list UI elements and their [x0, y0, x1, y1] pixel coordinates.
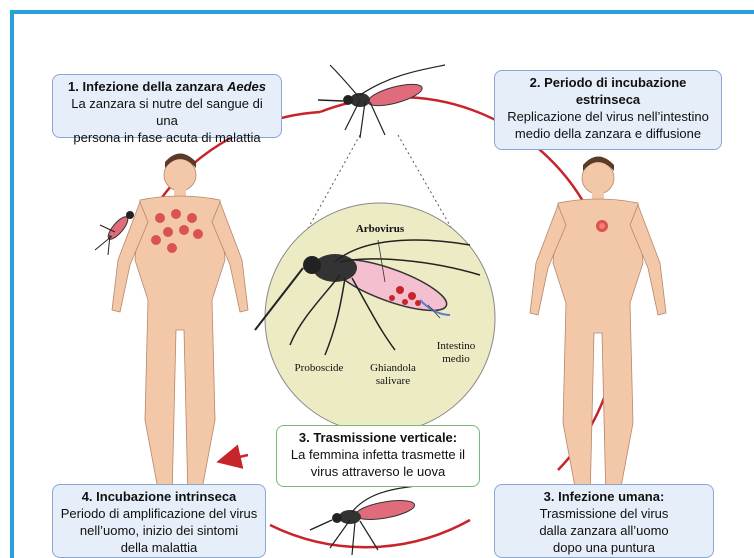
step3-vertical-title: 3. Trasmissione verticale: [283, 429, 473, 446]
step1-title: 1. Infezione della zanzara Aedes [59, 78, 275, 95]
label-ghiandola-salivare: Ghiandola salivare [358, 362, 428, 388]
left-human-figure [112, 154, 248, 501]
step2-title-line-2: estrinseca [501, 91, 715, 108]
step2-line-2: medio della zanzara e diffusione [501, 125, 715, 142]
step4-line-1: Periodo di amplificazione del virus [59, 505, 259, 522]
step3-human-line-2: dalla zanzara all’uomo [501, 522, 707, 539]
right-human-figure [530, 157, 666, 504]
center-circle [265, 203, 495, 433]
step3-vertical-line-2: virus attraverso le uova [283, 463, 473, 480]
step3-human-box: 3. Infezione umana: Trasmissione del vir… [494, 484, 714, 558]
top-mosquito-illustration [318, 65, 445, 138]
step2-line-1: Replicazione del virus nell’intestino [501, 108, 715, 125]
label-arbovirus: Arbovirus [350, 223, 410, 236]
label-intestino-medio: Intestino medio [426, 340, 486, 366]
label-proboscide: Proboscide [284, 362, 354, 375]
step4-line-2: nell’uomo, inizio dei sintomi [59, 522, 259, 539]
step4-line-3: della malattia [59, 539, 259, 556]
step4-title: 4. Incubazione intrinseca [59, 488, 259, 505]
label-intestino-line-1: Intestino [426, 340, 486, 353]
step3-vertical-box: 3. Trasmissione verticale: La femmina in… [276, 425, 480, 487]
cycle-arc-bottom [270, 520, 470, 547]
step1-line-1: La zanzara si nutre del sangue di una [59, 95, 275, 129]
step3-vertical-line-1: La femmina infetta trasmette il [283, 446, 473, 463]
step2-title-line-1: 2. Periodo di incubazione [501, 74, 715, 91]
cycle-arc-left [226, 455, 248, 460]
step3-human-line-1: Trasmissione del virus [501, 505, 707, 522]
step1-box: 1. Infezione della zanzara Aedes La zanz… [52, 74, 282, 138]
step2-box: 2. Periodo di incubazione estrinseca Rep… [494, 70, 722, 150]
label-intestino-line-2: medio [426, 353, 486, 366]
step3-human-line-3: dopo una puntura [501, 539, 707, 556]
step4-box: 4. Incubazione intrinseca Periodo di amp… [52, 484, 266, 558]
label-ghiandola-line-1: Ghiandola [358, 362, 428, 375]
step3-human-title: 3. Infezione umana: [501, 488, 707, 505]
label-ghiandola-line-2: salivare [358, 375, 428, 388]
step1-line-2: persona in fase acuta di malattia [59, 129, 275, 146]
